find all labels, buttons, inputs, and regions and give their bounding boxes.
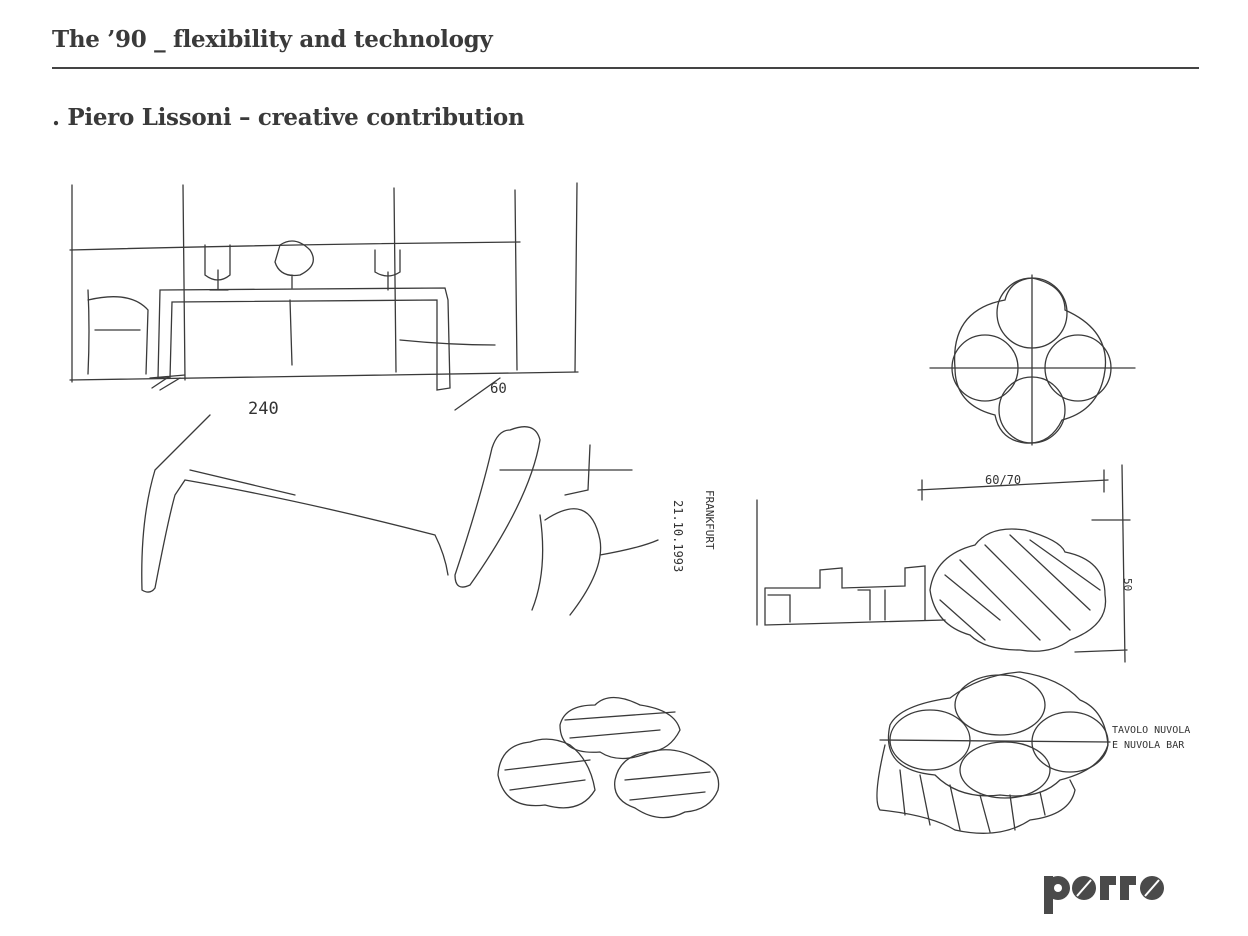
nuvola-bar-sketch (876, 671, 1111, 834)
nuvola-elevation-sketch (756, 499, 946, 626)
stacked-clouds-sketch (497, 696, 720, 819)
date-annotation: 21.10.1993 (671, 500, 685, 572)
caption-line-1: TAVOLO NUVOLA (1112, 725, 1190, 736)
length-annotation: 240 (248, 399, 279, 419)
porro-logo (1044, 876, 1164, 914)
table-elevation-sketch (69, 182, 579, 411)
section-subtitle: . Piero Lissoni – creative contribution (52, 104, 525, 131)
place-annotation: FRANKFURT (703, 490, 716, 550)
height-annotation: 50 (1121, 578, 1134, 591)
caption-line-2: E NUVOLA BAR (1112, 740, 1185, 751)
page-title: The ’90 _ flexibility and technology (52, 26, 493, 53)
handwritten-annotations: 240 60 FRANKFURT 21.10.1993 60/70 50 TAV… (248, 381, 1190, 751)
top-size-annotation: 60/70 (985, 473, 1021, 487)
nuvola-top-view-sketch (917, 274, 1136, 663)
title-divider (52, 67, 1199, 69)
table-leg-sketch (141, 414, 659, 616)
depth-annotation: 60 (490, 381, 507, 397)
